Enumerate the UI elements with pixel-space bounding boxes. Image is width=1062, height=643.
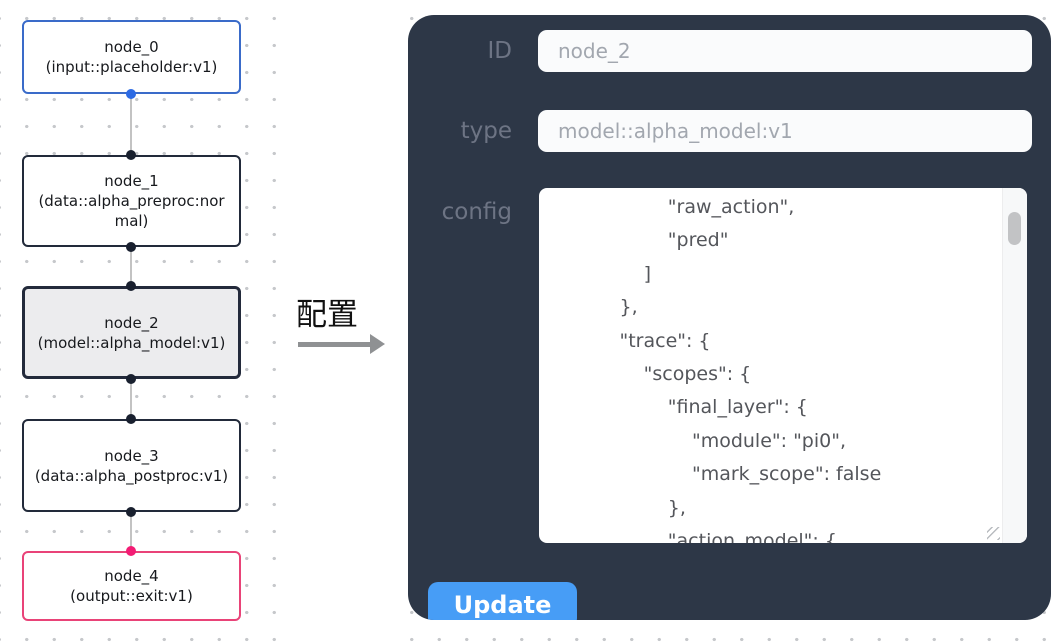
node-type-label: (data::alpha_preproc:normal) xyxy=(38,192,225,230)
edge-node_1-node_2 xyxy=(130,247,132,286)
flow-node-node_1[interactable]: node_1 (data::alpha_preproc:normal) xyxy=(22,155,241,247)
node-config-panel: ID node_2 type model::alpha_model:v1 con… xyxy=(408,15,1051,620)
port-node_3-output[interactable] xyxy=(126,507,136,517)
flow-node-node_3[interactable]: node_3 (data::alpha_postproc:v1) xyxy=(22,419,241,512)
node-type-label: (model::alpha_model:v1) xyxy=(37,333,226,352)
node-type-label: (input::placeholder:v1) xyxy=(45,58,218,76)
port-node_2-input[interactable] xyxy=(126,281,136,291)
port-node_1-output[interactable] xyxy=(126,242,136,252)
edge-node_2-node_3 xyxy=(130,379,132,419)
configure-annotation-label: 配置 xyxy=(296,297,358,333)
flow-node-node_0[interactable]: node_0 (input::placeholder:v1) xyxy=(22,20,241,94)
right-arrow-head-icon xyxy=(370,334,385,354)
port-node_4-input[interactable] xyxy=(126,546,136,556)
update-button[interactable]: Update xyxy=(428,582,577,620)
flow-node-node_4[interactable]: node_4 (output::exit:v1) xyxy=(22,551,241,621)
node-type-label: (data::alpha_postproc:v1) xyxy=(34,466,229,485)
node-title: node_1 xyxy=(104,172,159,190)
config-field-label: config xyxy=(441,199,512,225)
node-type-label: (output::exit:v1) xyxy=(70,587,193,605)
id-field-input[interactable]: node_2 xyxy=(538,30,1032,72)
resize-handle-icon[interactable] xyxy=(987,527,1000,540)
config-json-text: "raw_action", "pred" ] }, "trace": { "sc… xyxy=(619,196,882,543)
right-arrow-line xyxy=(298,342,371,347)
node-title: node_2 xyxy=(104,313,159,332)
node-title: node_0 xyxy=(104,38,159,56)
edge-node_0-node_1 xyxy=(130,94,132,155)
config-scrollbar-thumb[interactable] xyxy=(1008,212,1021,245)
type-field-label: type xyxy=(460,118,512,144)
edge-node_3-node_4 xyxy=(130,512,132,551)
config-textarea[interactable]: "raw_action", "pred" ] }, "trace": { "sc… xyxy=(539,188,1027,543)
id-field-label: ID xyxy=(487,38,513,64)
node-title: node_3 xyxy=(104,446,159,465)
config-scrollbar-track[interactable] xyxy=(1002,188,1027,543)
flow-node-node_2-selected[interactable]: node_2 (model::alpha_model:v1) xyxy=(22,286,241,379)
node-title: node_4 xyxy=(104,567,159,585)
port-node_2-output[interactable] xyxy=(126,374,136,384)
type-field-input[interactable]: model::alpha_model:v1 xyxy=(538,110,1032,152)
port-node_3-input[interactable] xyxy=(126,414,136,424)
port-node_1-input[interactable] xyxy=(126,150,136,160)
port-node_0-output[interactable] xyxy=(126,89,136,99)
